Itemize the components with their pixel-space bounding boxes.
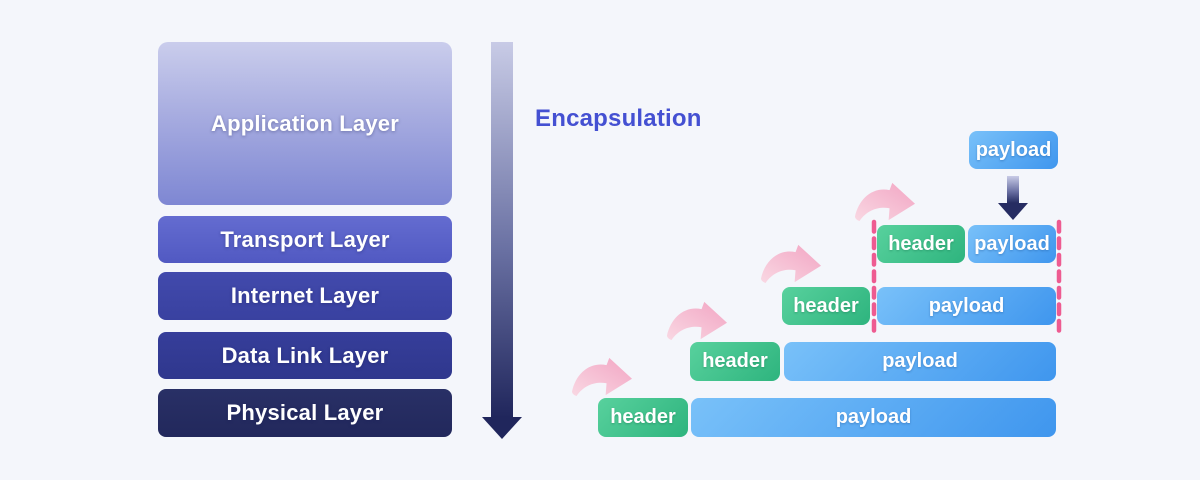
physical-header-box: header <box>598 398 688 437</box>
layer-application: Application Layer <box>158 42 452 205</box>
insert-down-arrow-icon <box>998 176 1028 220</box>
header-label: header <box>702 350 768 372</box>
layer-internet: Internet Layer <box>158 272 452 320</box>
step-arrow-icon <box>572 357 632 396</box>
dashed-boundary-lines <box>871 219 1062 335</box>
layer-application-label: Application Layer <box>211 110 399 136</box>
payload-label: payload <box>975 138 1052 161</box>
application-payload-box: payload <box>969 131 1058 169</box>
layer-transport-label: Transport Layer <box>220 226 390 252</box>
transport-header-box: header <box>877 225 965 263</box>
payload-label: payload <box>835 406 912 428</box>
encapsulation-arrow-icon <box>482 42 522 439</box>
layer-data-link: Data Link Layer <box>158 332 452 379</box>
encapsulation-title: Encapsulation <box>535 105 702 132</box>
layer-transport: Transport Layer <box>158 216 452 263</box>
layer-internet-label: Internet Layer <box>230 283 380 308</box>
payload-label: payload <box>882 350 958 372</box>
physical-payload-box: payload <box>691 398 1056 437</box>
transport-payload-box: payload <box>968 225 1056 263</box>
payload-label: payload <box>974 232 1050 255</box>
payload-label: payload <box>928 294 1005 317</box>
step-arrow-icon <box>667 301 727 340</box>
internet-header-box: header <box>782 287 870 325</box>
layer-physical-label: Physical Layer <box>226 400 384 425</box>
internet-payload-box: payload <box>877 287 1056 325</box>
header-label: header <box>610 406 676 428</box>
header-label: header <box>793 294 859 317</box>
data-link-header-box: header <box>690 342 780 381</box>
data-link-payload-box: payload <box>784 342 1056 381</box>
header-label: header <box>888 232 954 255</box>
step-arrow-icon <box>761 244 821 283</box>
layer-physical: Physical Layer <box>158 389 452 437</box>
step-arrow-icon <box>855 182 915 221</box>
layer-data-link-label: Data Link Layer <box>221 342 389 368</box>
